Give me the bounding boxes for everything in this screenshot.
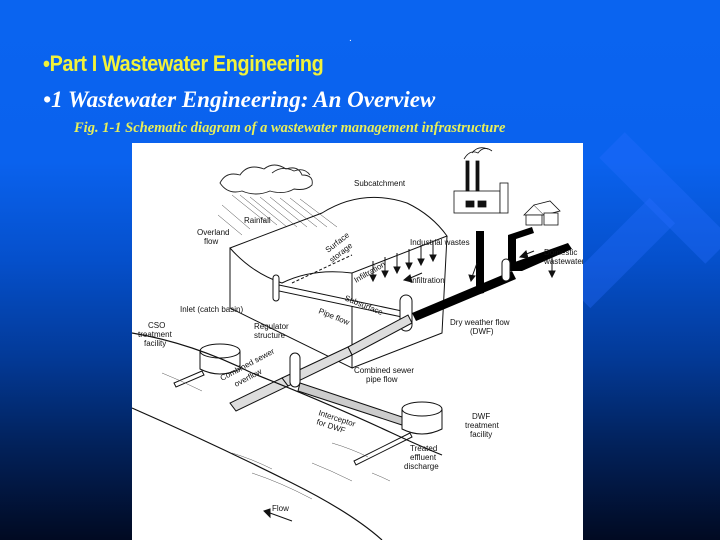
cloud-icon — [219, 164, 313, 195]
dwf-tank-icon — [353, 401, 443, 466]
label-cso: CSO — [148, 321, 165, 330]
label-treated-effluent-3: discharge — [404, 462, 439, 471]
label-dwf: (DWF) — [470, 327, 494, 336]
label-treated-effluent: Treated — [410, 444, 437, 453]
label-infiltration-area: Infiltration — [353, 260, 388, 285]
label-regulator: Regulator — [254, 322, 289, 331]
label-combined-sewer-pipe: Combined sewer — [354, 366, 414, 375]
house-icon — [523, 200, 561, 226]
label-subcatchment: Subcatchment — [354, 179, 406, 188]
label-industrial-wastes: Industrial wastes — [410, 238, 470, 247]
label-cso-3: facility — [144, 339, 166, 348]
regulator-icon — [289, 352, 301, 388]
bullet: • — [43, 87, 52, 112]
label-domestic-wastewater-2: wastewater — [543, 257, 583, 266]
label-infiltration: Infiltration — [410, 276, 445, 285]
rainfall-lines — [217, 194, 338, 236]
label-combined-sewer-pipe-2: pipe flow — [366, 375, 398, 384]
figure-caption: Fig. 1-1 Schematic diagram of a wastewat… — [74, 120, 506, 136]
label-dwf-facility-2: treatment — [465, 421, 500, 430]
bullet: • — [43, 51, 50, 76]
top-mark: . — [349, 33, 352, 44]
dry-weather-flow-pipe — [412, 227, 572, 321]
label-dry-weather-flow: Dry weather flow — [450, 318, 510, 327]
label-regulator-2: structure — [254, 331, 286, 340]
part-title: •Part I Wastewater Engineering — [43, 51, 324, 76]
label-cso-2: treatment — [138, 330, 173, 339]
label-flow: Flow — [272, 504, 289, 513]
wastewater-schematic-figure: Subcatchment Rainfall Overland flow Surf… — [132, 143, 583, 540]
infiltration-arrows — [369, 241, 437, 283]
label-domestic-wastewater: Domestic — [544, 248, 577, 257]
label-overland-flow: Overland — [197, 228, 229, 237]
river-ripples — [161, 372, 391, 500]
vent-pipe — [501, 258, 511, 282]
chapter-title: •1 Wastewater Engineering: An Overview — [43, 87, 436, 112]
subcatchment-block — [229, 196, 448, 369]
label-rainfall: Rainfall — [244, 216, 271, 225]
label-treated-effluent-2: effluent — [410, 453, 437, 462]
label-dwf-facility: DWF — [472, 412, 490, 421]
flow-arrows — [263, 250, 556, 522]
river — [132, 332, 443, 540]
label-dwf-facility-3: facility — [470, 430, 492, 439]
label-inlet: Inlet (catch basin) — [180, 305, 243, 314]
label-overland-flow-2: flow — [204, 237, 218, 246]
factory-icon — [453, 147, 509, 214]
label-pipe-flow: Pipe flow — [317, 307, 351, 328]
cso-tank-icon — [173, 343, 241, 388]
